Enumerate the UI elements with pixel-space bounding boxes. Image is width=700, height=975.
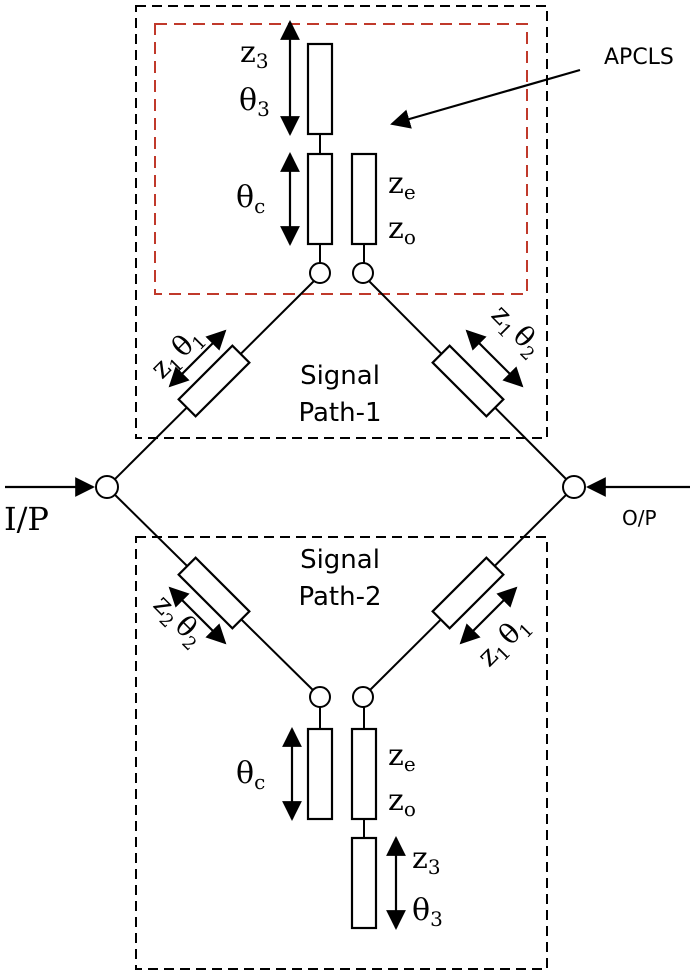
signal-path-1-line1: Signal bbox=[300, 361, 380, 391]
signal-path-2-line1: Signal bbox=[300, 545, 380, 575]
apcls-region bbox=[154, 23, 528, 295]
signal-path-1-line2: Path-1 bbox=[298, 398, 381, 428]
top-coupled-right bbox=[350, 152, 378, 246]
output-label: O/P bbox=[622, 506, 657, 530]
bottom-coupled-theta-label: θc bbox=[236, 756, 265, 794]
top-stub-z3 bbox=[306, 42, 334, 136]
top-coupled-theta-label: θc bbox=[236, 180, 265, 218]
output-node bbox=[562, 475, 586, 499]
bottom-stub-z3-label: z3 bbox=[412, 841, 441, 879]
branch-box-bottom-right bbox=[431, 556, 505, 630]
input-label: I/P bbox=[4, 500, 49, 538]
bottom-even-z-label: ze bbox=[388, 738, 416, 776]
bottom-right-branch-label: z1θ1 bbox=[471, 608, 539, 676]
signal-path-2-line2: Path-2 bbox=[298, 582, 381, 612]
bottom-coupled-left bbox=[306, 727, 334, 821]
apcls-label: APCLS bbox=[604, 45, 674, 70]
apcls-pointer-arrow bbox=[390, 68, 581, 129]
bottom-stub-theta3-label: θ3 bbox=[412, 893, 443, 931]
top-even-z-label: ze bbox=[388, 166, 416, 204]
bottom-coupled-right bbox=[350, 727, 378, 821]
bottom-left-branch-arrow bbox=[168, 586, 227, 645]
top-right-branch-arrow bbox=[465, 329, 524, 388]
top-stub-theta3-label: θ3 bbox=[239, 83, 270, 121]
top-stub-z3-label: z3 bbox=[240, 35, 269, 73]
signal-path-1-region bbox=[135, 5, 548, 439]
top-coupled-left bbox=[306, 152, 334, 246]
bottom-left-port bbox=[309, 686, 331, 708]
top-odd-z-label: zo bbox=[388, 211, 416, 249]
signal-path-2-region bbox=[135, 536, 548, 970]
top-right-port bbox=[352, 262, 374, 284]
top-left-branch-arrow bbox=[168, 329, 227, 388]
input-node bbox=[95, 475, 119, 499]
bottom-odd-z-label: zo bbox=[388, 783, 416, 821]
bottom-right-port bbox=[352, 686, 374, 708]
top-left-port bbox=[309, 262, 331, 284]
bottom-stub-z3 bbox=[350, 836, 378, 930]
bottom-right-branch-arrow bbox=[459, 586, 518, 645]
